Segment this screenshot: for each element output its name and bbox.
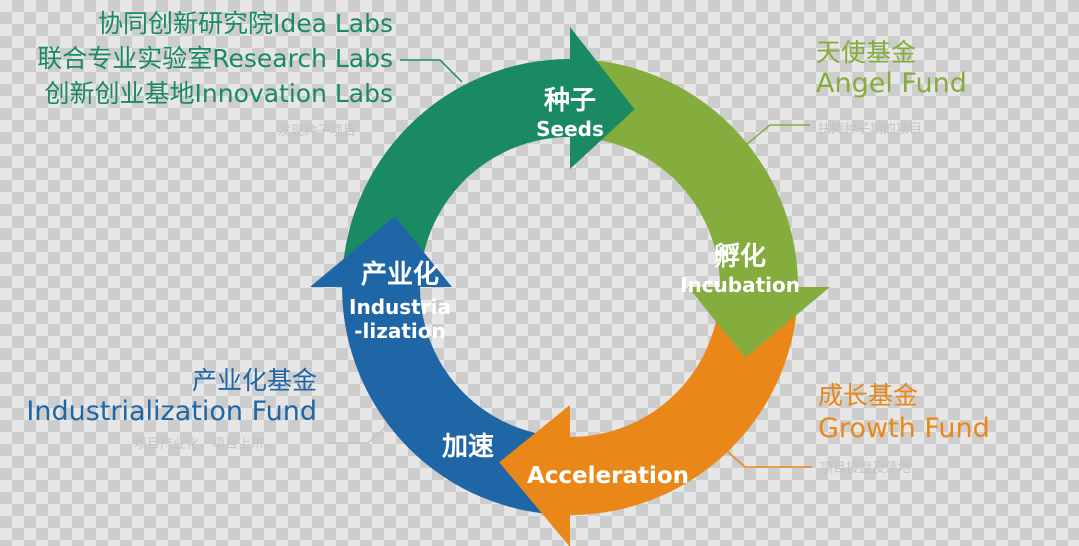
labs-list: 协同创新研究院Idea Labs 联合专业实验室Research Labs 创新… [37,6,393,111]
growth-fund-cn: 成长基金 [818,381,919,410]
industrial-note: 项目产业化，项目上市。 [134,437,278,452]
labs-line: 创新创业基地Innovation Labs [44,79,393,108]
industrial-fund-cn: 产业化基金 [191,366,317,395]
growth-leader-line [719,444,812,468]
industrialization-en-2: -lization [354,319,446,343]
labs-line: 联合专业实验室Research Labs [37,44,393,73]
growth-fund-en: Growth Fund [818,413,990,444]
angel-fund-cn: 天使基金 [816,38,917,67]
industrial-leader-line [330,424,389,444]
seeds-en: Seeds [536,117,604,141]
angel-fund-en: Angel Fund [816,68,967,99]
seeds-cn: 种子 [543,86,597,116]
stage-incubation: 孵化 Incubation [680,236,800,297]
incubation-arrowhead [688,287,830,358]
angel-note: 扶持种子期的项目 [818,122,923,137]
industrialization-cn: 产业化 [360,260,440,290]
acceleration-arrowhead [499,405,570,546]
acceleration-cn: 加速 [441,432,494,462]
industrialization-en-1: Industria [349,295,451,319]
labs-leader-line [400,59,463,83]
industrial-fund-en: Industrialization Fund [26,396,317,427]
labs-note: 发现种子项目 [278,124,357,139]
labs-line: 协同创新研究院Idea Labs [97,9,393,38]
stage-acceleration: 加速 Acceleration [442,426,690,489]
stage-seeds: 种子 Seeds [536,80,604,141]
acceleration-en: Acceleration [526,463,690,489]
angel-leader-line [739,124,810,151]
seeds-arrowhead [570,27,635,169]
incubation-en: Incubation [680,273,800,297]
stage-industrialization: 产业化 Industria -lization [349,254,451,343]
industrialization-arrowhead [310,216,452,287]
incubation-cn: 孵化 [713,242,767,272]
growth-note: 项目接盘及落地 [820,461,912,476]
